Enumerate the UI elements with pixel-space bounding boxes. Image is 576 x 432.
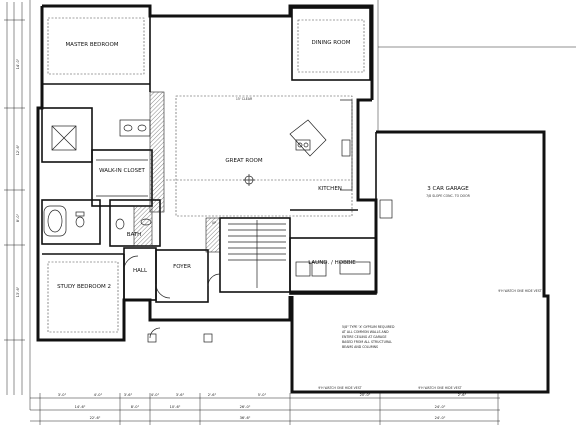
dimension-lines (4, 0, 576, 425)
dim-b3-2: 24'-0" (435, 416, 446, 420)
room-great-room: GREAT ROOM (225, 158, 262, 164)
dim-b1-8: 2'-6" (458, 393, 467, 397)
dim-b1-4: 3'-6" (176, 393, 185, 397)
dim-b2-3: 26'-0" (240, 405, 251, 409)
structural-note-line-3: ENTIRE CEILING AT GARAGE (342, 335, 387, 339)
dim-b1-6: 5'-0" (258, 393, 267, 397)
dim-b2-2: 10'-6" (170, 405, 181, 409)
stair-up-label: UP (212, 221, 216, 225)
garage-walls (290, 130, 550, 394)
room-dining-room: DINING ROOM (312, 40, 351, 46)
room-kitchen: KITCHEN (318, 186, 342, 192)
room-hall: HALL (133, 268, 148, 274)
room-laund-hobbie: LAUND. / HOBBIE (308, 260, 356, 266)
structural-note-line-1: 5/8" TYPE 'X' GYPSUM REQUIRED (342, 325, 395, 329)
room-study-bedroom: STUDY BEDROOM 2 (57, 284, 111, 290)
dim-b1-3: 4'-0" (151, 393, 160, 397)
garage-slope-note: 7/8 SLOPE CONC. TO DOOR (426, 194, 471, 198)
structural-notes: 5/8" TYPE 'X' GYPSUM REQUIRED AT ALL COM… (342, 325, 395, 349)
dim-b3-0: 22'-6" (90, 416, 101, 420)
dim-left-1: 14'-0" (16, 58, 20, 69)
bottom-dimensions-row2: 14'-6" 8'-0" 10'-6" 26'-0" 24'-0" (75, 405, 446, 409)
dim-left-2: 12'-6" (16, 144, 20, 155)
room-master-bedroom: MASTER BEDROOM (65, 42, 118, 48)
room-garage: 3 CAR GARAGE (427, 186, 469, 192)
bottom-dimensions-row3: 22'-6" 36'-6" 24'-0" (90, 416, 446, 420)
dim-b2-0: 14'-6" (75, 405, 86, 409)
ceiling-lines (47, 17, 365, 333)
structural-note-line-4: BASED FROM ALL STRUCTURAL (342, 340, 392, 344)
dim-b1-0: 3'-0" (58, 393, 67, 397)
dim-left-4: 13'-6" (16, 286, 20, 297)
dim-b1-5: 2'-6" (208, 393, 217, 397)
room-bath: BATH (127, 232, 142, 238)
fixtures (43, 99, 371, 343)
dim-b1-2: 3'-6" (124, 393, 133, 397)
room-foyer: FOYER (173, 264, 191, 270)
dim-b1-1: 4'-0" (94, 393, 103, 397)
dim-b2-4: 24'-0" (435, 405, 446, 409)
garage-door-note-side: 9'H WATCH ONE HIDE VEST (498, 289, 542, 293)
garage-door-note-right: 9'H WATCH ONE HIDE VEST (418, 386, 462, 390)
dim-b2-1: 8'-0" (131, 405, 140, 409)
exterior-walls (36, 4, 378, 342)
bottom-dimensions-row1: 3'-0" 4'-0" 3'-6" 4'-0" 3'-6" 2'-6" 5'-0… (58, 393, 467, 397)
dim-b1-7: 20'-0" (360, 393, 371, 397)
garage-door-note-left: 9'H WATCH ONE HIDE VEST (318, 386, 362, 390)
room-walk-in-closet: WALK-IN CLOSET (99, 168, 145, 174)
great-room-header-note: 15' CLEAR (236, 97, 253, 101)
structural-note-line-5: BEAMS AND COLUMNS (342, 345, 378, 349)
dim-left-3: 8'-0" (16, 213, 20, 222)
dim-b3-1: 36'-6" (240, 416, 251, 420)
hatched-walls (133, 91, 221, 253)
structural-note-line-2: AT ALL COMMON WALLS AND (342, 330, 389, 334)
